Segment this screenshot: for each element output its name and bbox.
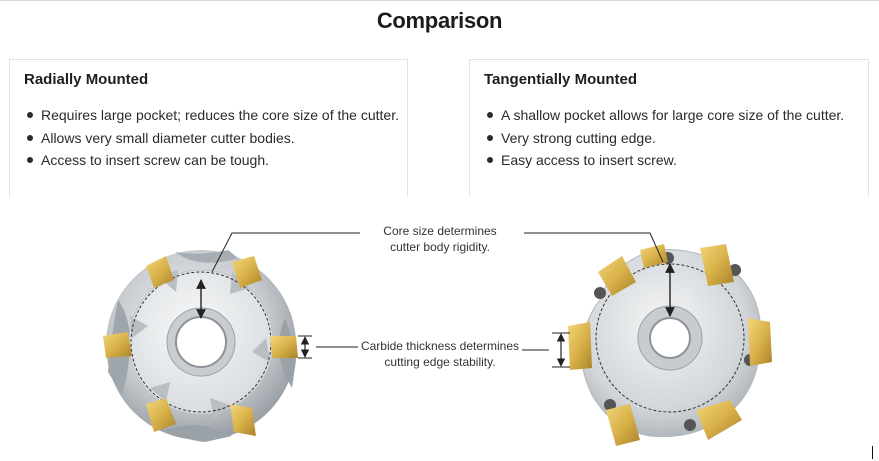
callout-line: Carbide thickness determines <box>360 339 520 353</box>
tangential-bullet: Very strong cutting edge. <box>486 127 844 150</box>
tangential-bullet: Easy access to insert screw. <box>486 149 844 172</box>
tangential-bullet: A shallow pocket allows for large core s… <box>486 104 844 127</box>
radial-carbide-insert <box>146 398 176 432</box>
tangential-carbide-insert <box>696 400 742 440</box>
radial-heading: Radially Mounted <box>24 71 149 88</box>
radial-bullet: Access to insert screw can be tough. <box>26 149 399 172</box>
radial-flute <box>165 425 232 442</box>
radial-bullet: Requires large pocket; reduces the core … <box>26 104 399 127</box>
tangential-carbide-insert <box>598 256 636 296</box>
carbide-thickness-callout: Carbide thickness determines cutting edg… <box>360 338 520 370</box>
tangential-pocket-notch <box>684 419 696 431</box>
core-leader-right <box>524 232 664 263</box>
radial-flute <box>175 250 238 263</box>
tangential-bore <box>649 317 691 359</box>
core-size-callout: Core size determines cutter body rigidit… <box>362 223 518 255</box>
radial-bullet: Allows very small diameter cutter bodies… <box>26 127 399 150</box>
tangential-heading: Tangentially Mounted <box>484 71 638 88</box>
core-leader-left <box>211 232 360 273</box>
tangential-core-outline <box>595 263 745 413</box>
tangential-carbide-insert <box>568 322 592 370</box>
radial-bore <box>175 316 227 368</box>
tangential-pocket-notch <box>604 399 616 411</box>
radial-cutter-illustration <box>103 250 312 442</box>
radial-carbide-insert <box>232 256 262 288</box>
radial-carbide-insert <box>270 336 298 358</box>
radial-chip-pocket <box>252 338 270 362</box>
top-rule <box>0 0 879 1</box>
tangential-bullet-list: A shallow pocket allows for large core s… <box>486 104 844 172</box>
tangential-carbide-insert <box>700 244 734 286</box>
tangential-carbide-insert <box>606 404 640 446</box>
callout-line: cutter body rigidity. <box>390 240 490 254</box>
radial-carbide-insert <box>146 256 174 288</box>
tangential-panel: Tangentially Mounted A shallow pocket al… <box>469 59 869 197</box>
radial-carbide-insert <box>230 404 256 436</box>
tangential-carbide-insert <box>748 318 772 366</box>
tangential-cutter-illustration <box>552 244 772 446</box>
tangential-pocket-notch <box>594 287 606 299</box>
callout-line: cutting edge stability. <box>384 355 496 369</box>
text-cursor <box>872 446 873 459</box>
page-title: Comparison <box>376 8 503 33</box>
radial-panel: Radially Mounted Requires large pocket; … <box>9 59 408 197</box>
radial-carbide-insert <box>103 332 132 358</box>
radial-chip-pocket <box>150 382 170 402</box>
radial-bullet-list: Requires large pocket; reduces the core … <box>26 104 399 172</box>
tangential-carbide-insert <box>640 244 668 268</box>
callout-line: Core size determines <box>383 224 497 238</box>
